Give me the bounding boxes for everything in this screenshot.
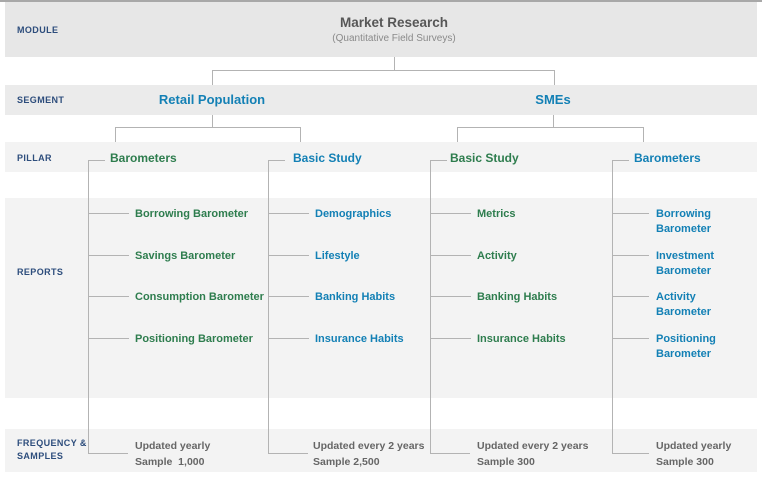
row-label-segment: SEGMENT [17,95,65,105]
connector-line [212,70,213,85]
module-title: Market Research [339,15,449,30]
reports-band [5,198,757,398]
module-subtitle: (Quantitative Field Surveys) [332,33,456,44]
frequency-col4: Updated yearly Sample 300 [656,440,732,468]
frequency-col1: Updated yearly Sample 1,000 [135,440,211,468]
connector-line [430,255,471,256]
connector-line [300,127,301,142]
connector-line [88,296,129,297]
report-item: Metrics [477,208,516,220]
connector-line [612,296,649,297]
connector-line [115,127,116,142]
connector-line [88,255,129,256]
report-item: Savings Barometer [135,250,236,262]
connector-line [268,255,309,256]
connector-line [430,338,471,339]
row-label-reports: REPORTS [17,267,64,277]
report-item: Banking Habits [315,291,396,303]
connector-line [268,453,308,454]
pillar-band [5,142,757,172]
pillar-barometers-smes: Barometers [634,151,701,165]
report-item: Activity Barometer [656,291,712,318]
report-item: Borrowing Barometer [135,208,249,220]
report-item: Consumption Barometer [135,291,264,303]
row-label-module: MODULE [17,25,59,35]
connector-line [268,338,309,339]
report-item: Insurance Habits [477,333,566,345]
connector-line [88,213,129,214]
top-border-line [0,0,762,2]
connector-line [394,57,395,70]
row-label-frequency: FREQUENCY & SAMPLES [17,438,87,461]
connector-line [88,338,129,339]
connector-line [457,127,458,142]
report-item: Positioning Barometer [656,333,716,360]
pillar-basic-study-smes: Basic Study [450,151,519,165]
connector-line [612,255,649,256]
frequency-band [5,429,757,472]
module-band [5,2,757,57]
report-item: Activity [477,250,517,262]
connector-line [612,213,649,214]
connector-line [643,127,644,142]
report-item: Borrowing Barometer [656,208,712,235]
report-item: Banking Habits [477,291,558,303]
connector-line [212,115,213,128]
column-spine [268,160,269,454]
connector-line [88,160,105,161]
connector-line [268,160,285,161]
connector-line [430,296,471,297]
connector-line [268,296,309,297]
report-item: Positioning Barometer [135,333,253,345]
segment-retail-population: Retail Population [158,92,266,107]
row-label-pillar: PILLAR [17,153,52,163]
column-spine [430,160,431,454]
connector-line [430,453,470,454]
frequency-col3: Updated every 2 years Sample 300 [477,440,589,468]
report-item: Insurance Habits [315,333,404,345]
report-item: Demographics [315,208,392,220]
connector-line [430,160,447,161]
report-item: Lifestyle [315,250,360,262]
connector-line [212,70,555,71]
connector-line [115,127,301,128]
column-spine [612,160,613,454]
segment-band [5,85,757,115]
connector-line [612,453,649,454]
connector-line [612,338,649,339]
pillar-barometers-retail: Barometers [110,151,177,165]
connector-line [430,213,471,214]
frequency-col2: Updated every 2 years Sample 2,500 [313,440,425,468]
connector-line [457,127,644,128]
connector-line [554,70,555,85]
report-item: Investment Barometer [656,250,715,277]
connector-line [553,115,554,128]
connector-line [88,453,128,454]
segment-smes: SMEs [535,92,571,107]
pillar-basic-study-retail: Basic Study [293,151,362,165]
connector-line [612,160,629,161]
connector-line [268,213,309,214]
column-spine [88,160,89,454]
